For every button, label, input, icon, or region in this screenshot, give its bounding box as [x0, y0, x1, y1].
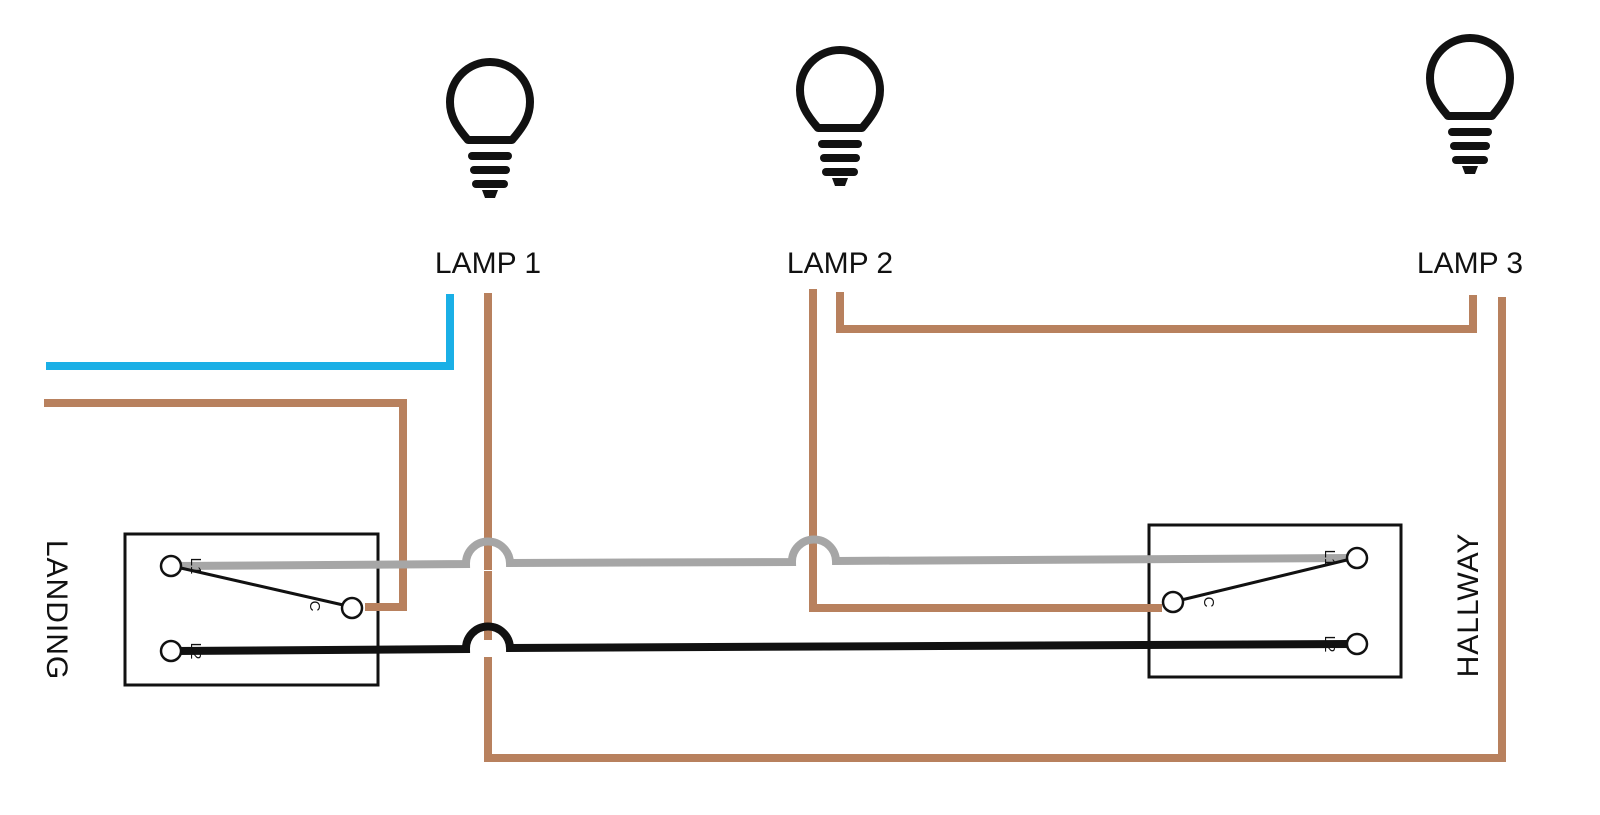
grey-strapper-wire [174, 535, 1351, 570]
lamp-3-bulb-icon [1426, 34, 1514, 174]
landing-l1-terminal [159, 554, 183, 578]
lamp-2-lamp-3-link-wire [836, 292, 1477, 333]
hallway-l1-label: L1 [1321, 550, 1338, 567]
hallway-c-terminal [1161, 590, 1185, 614]
lamp-3-label: LAMP 3 [1417, 247, 1523, 280]
lamp-2-bulb-icon [796, 46, 884, 186]
lamp-1-bulb-icon [446, 58, 534, 198]
hallway-switch-lever [1172, 556, 1356, 604]
lamp-1-label: LAMP 1 [435, 247, 541, 280]
landing-switch-box [123, 532, 380, 687]
lamp-2-label: LAMP 2 [787, 247, 893, 280]
hallway-c-label: C [1200, 597, 1217, 608]
landing-l1-label: L1 [187, 558, 204, 575]
landing-c-label: C [306, 601, 323, 612]
landing-label: LANDING [40, 540, 73, 680]
hallway-switch-box [1147, 523, 1403, 679]
hallway-l1-terminal [1345, 546, 1369, 570]
landing-l2-terminal [159, 639, 183, 663]
hallway-label: HALLWAY [1452, 533, 1485, 678]
live-feed-wire [44, 399, 407, 611]
landing-switch-lever [171, 564, 353, 609]
lamp-2-common-wire [809, 289, 1162, 612]
black-strapper-wire [174, 622, 1351, 655]
hallway-l2-label: L2 [1321, 636, 1338, 653]
landing-c-terminal [340, 596, 364, 620]
bottom-return-wire [484, 297, 1506, 762]
neutral-wire [46, 294, 454, 370]
hallway-l2-terminal [1345, 632, 1369, 656]
landing-l2-label: L2 [187, 643, 204, 660]
